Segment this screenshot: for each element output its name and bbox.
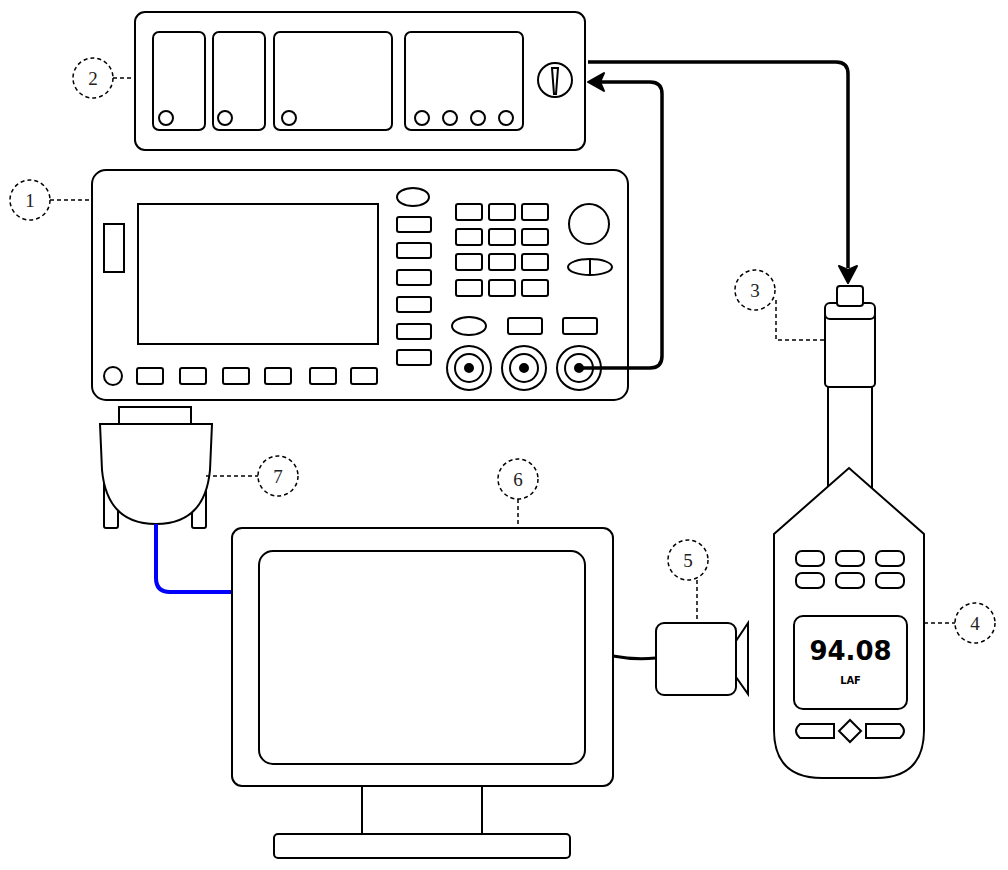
callout-number: 6 (513, 470, 523, 489)
callout-number: 1 (25, 191, 35, 210)
callout-number: 2 (88, 69, 98, 88)
meter-reading: 94.08 (809, 637, 891, 666)
callout-number: 4 (970, 614, 980, 633)
callout-number: 3 (750, 281, 760, 300)
callout-number: 7 (273, 467, 283, 486)
weighting-mode: LAF (840, 673, 861, 688)
callout-number: 5 (683, 551, 693, 570)
meter-display: 94.08LAF (793, 615, 908, 710)
